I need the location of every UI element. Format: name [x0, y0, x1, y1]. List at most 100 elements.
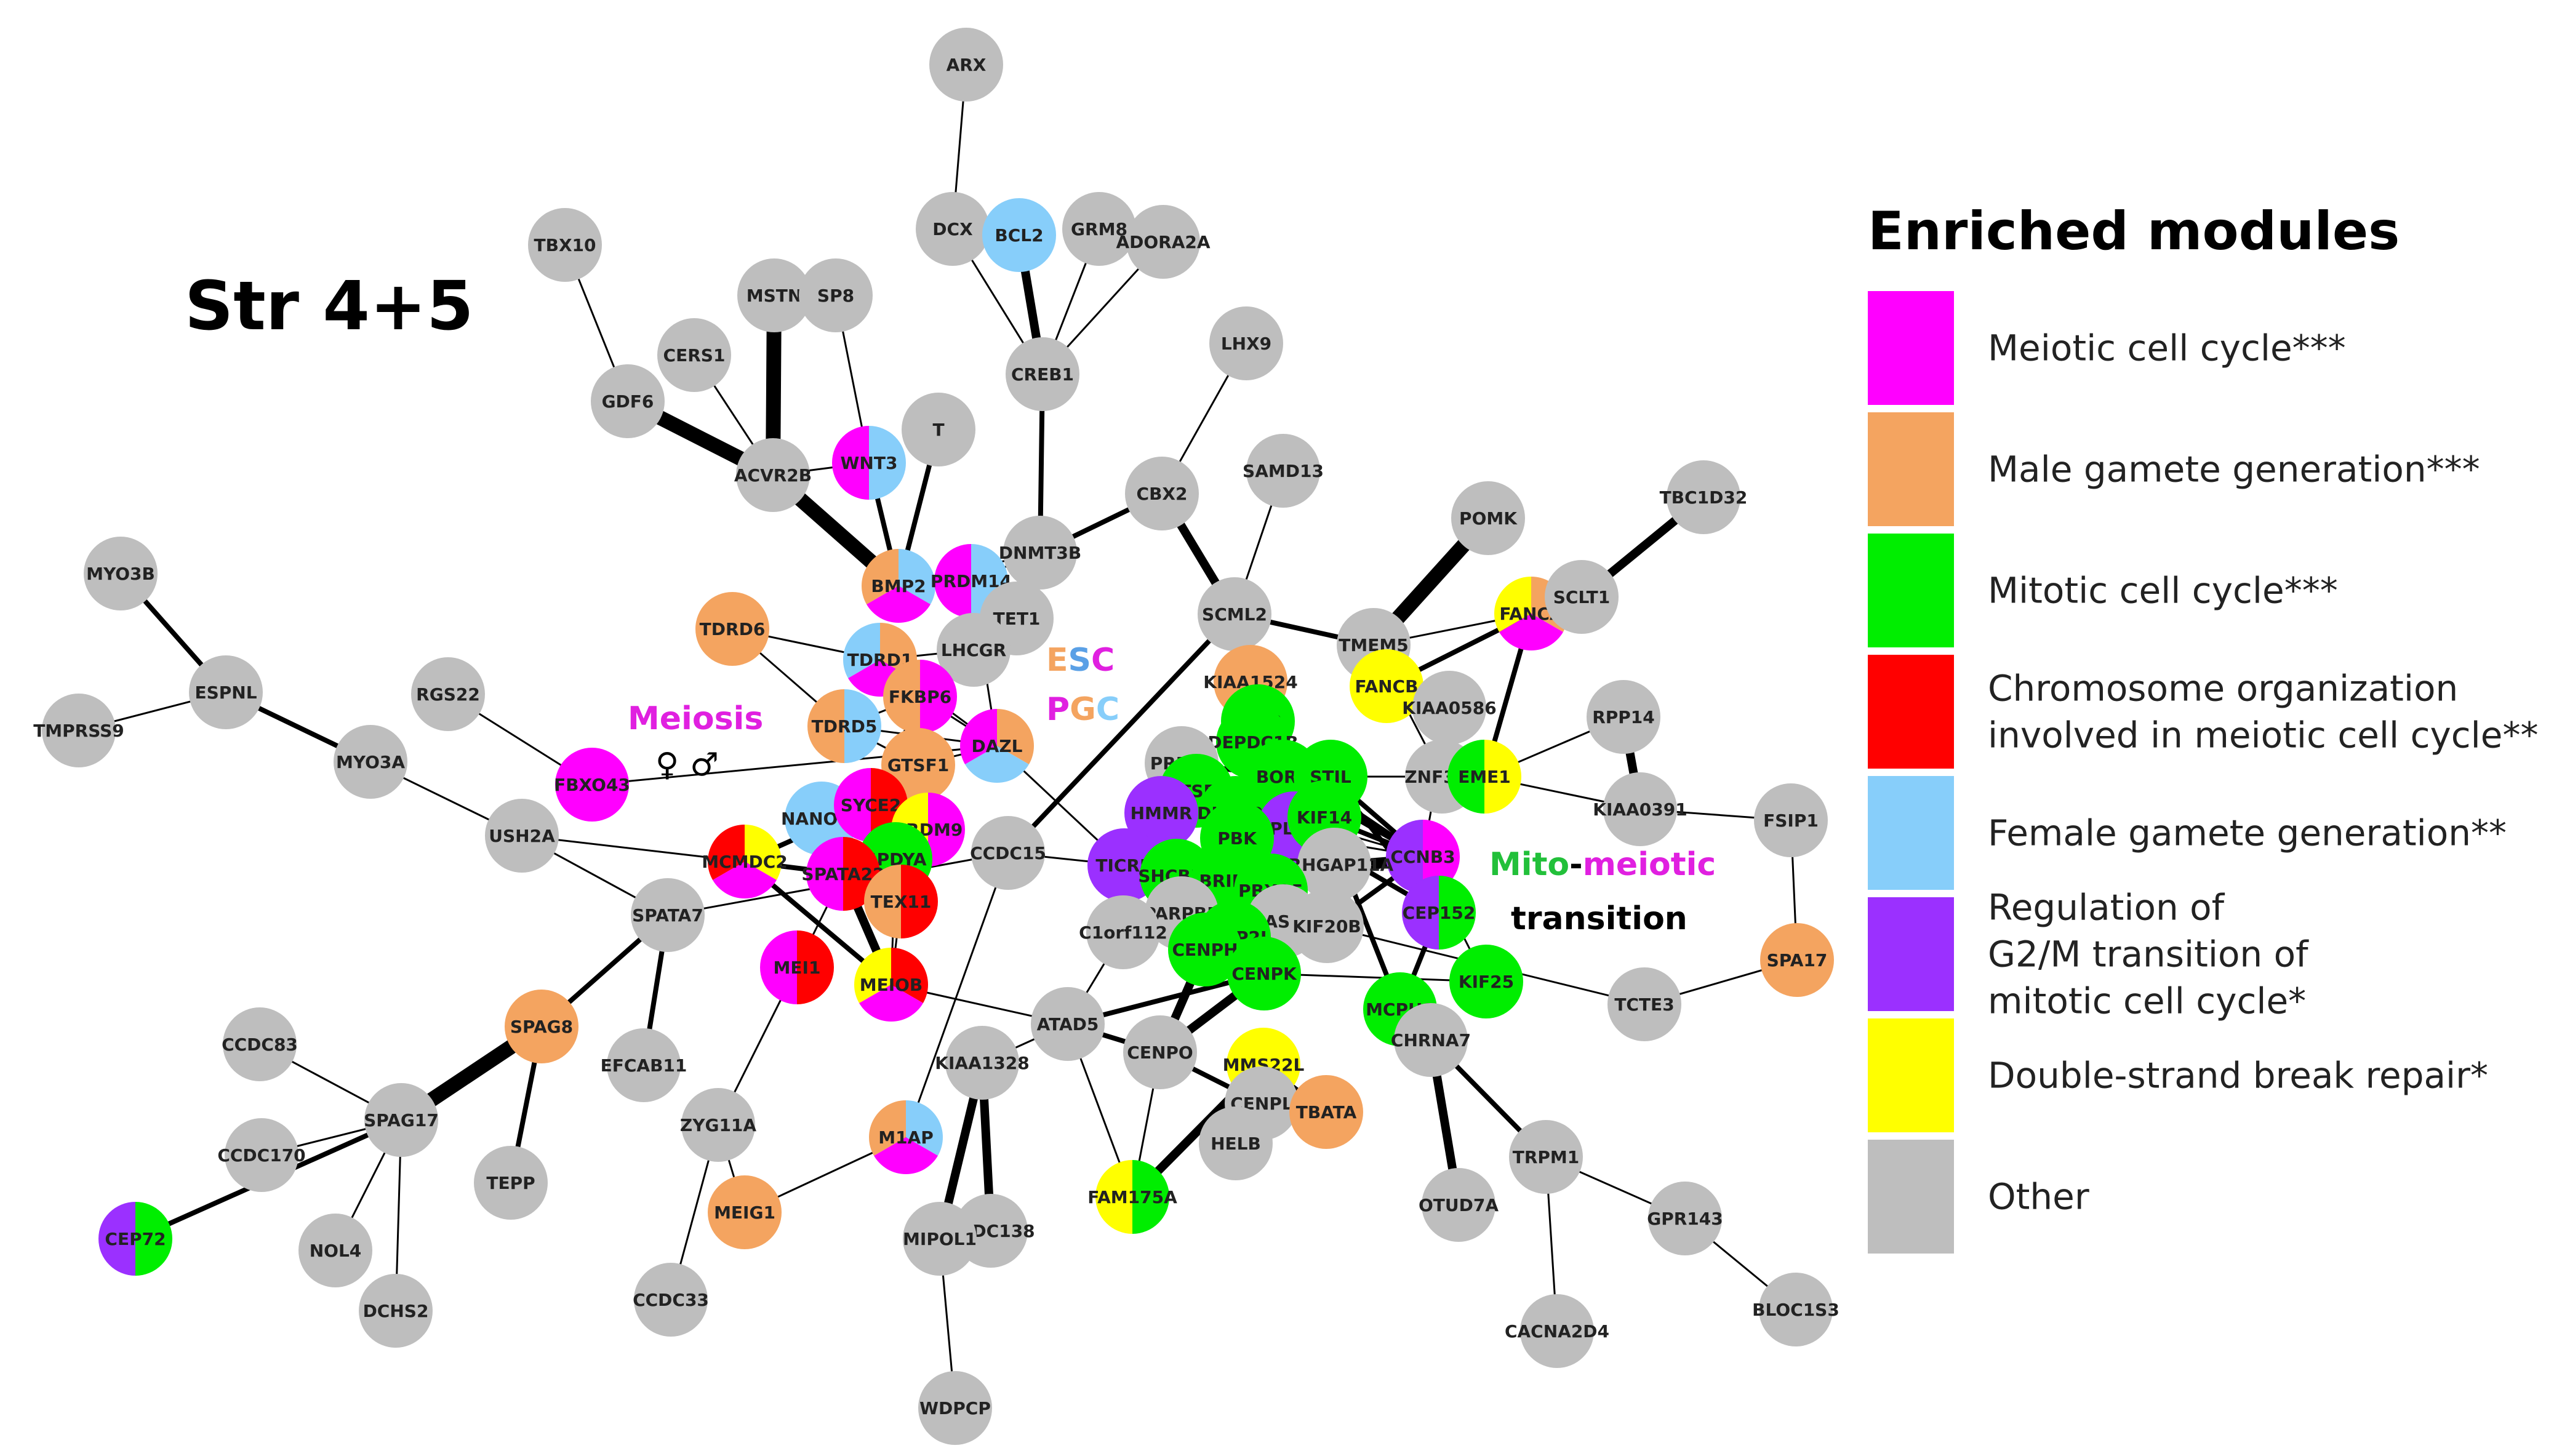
node-label: CENPO [1127, 1042, 1193, 1063]
edge-kif25-cenpk [1263, 972, 1487, 983]
node-label: SPA17 [1767, 950, 1828, 970]
node-label: BCL2 [995, 225, 1043, 246]
node-circle [1289, 1075, 1363, 1149]
node-acvr2b: ACVR2B [734, 438, 812, 512]
legend: Enriched modules Meiotic cell cycle***Ma… [1868, 201, 2538, 1254]
node-samd13: SAMD13 [1243, 434, 1324, 508]
esc-label-s: S [1068, 642, 1091, 679]
node-slice [832, 426, 869, 500]
node-circle [1545, 560, 1619, 634]
sex-symbols-label: ♀ ♂ [655, 746, 719, 783]
node-circle [189, 655, 263, 729]
node-slice [806, 837, 843, 911]
node-label: CCDC15 [970, 843, 1046, 863]
pgc-label: PGC [1046, 691, 1119, 728]
node-circle [1246, 434, 1320, 508]
node-circle [1449, 945, 1523, 1018]
node-circle [1648, 1182, 1722, 1255]
edge-scml2-ccdc15 [1006, 612, 1237, 855]
node-kiaa0586: KIAA0586 [1402, 671, 1497, 745]
node-label: TEX11 [871, 892, 932, 912]
node-ush2a: USH2A [485, 799, 559, 873]
node-circle [1509, 1120, 1583, 1194]
node-spa17: SPA17 [1760, 923, 1834, 997]
node-circle [334, 725, 407, 799]
node-circle [929, 28, 1003, 102]
node-slice [899, 549, 936, 604]
node-circle [1123, 1015, 1197, 1089]
node-cers1: CERS1 [657, 318, 731, 392]
node-label: TBX10 [534, 235, 596, 255]
node-ccnb3: CCNB3 [1386, 820, 1460, 894]
node-cenph: CENPH [1168, 913, 1242, 986]
legend-items: Meiotic cell cycle***Male gamete generat… [1868, 291, 2538, 1254]
node-label: CERS1 [663, 345, 726, 366]
node-tbc1d32: TBC1D32 [1660, 460, 1747, 534]
node-slice [1439, 876, 1476, 950]
node-slice [98, 1202, 135, 1276]
node-slice [1386, 820, 1423, 894]
node-adora2a: ADORA2A [1116, 205, 1211, 279]
node-circle [1760, 923, 1834, 997]
legend-swatch [1868, 291, 1954, 405]
node-label: KIF20B [1292, 916, 1361, 937]
node-label: FAM175A [1087, 1187, 1177, 1207]
node-slice [807, 689, 844, 763]
legend-label: Mitotic cell cycle*** [1988, 570, 2338, 612]
node-label: ZYG11A [680, 1115, 757, 1135]
node-kif25: KIF25 [1449, 945, 1523, 1018]
node-bmp2: BMP2 [862, 549, 936, 623]
node-ccdc170: CCDC170 [217, 1118, 306, 1192]
node-label: EME1 [1458, 767, 1511, 787]
node-slice [869, 426, 906, 500]
node-kif20b: KIF20B [1290, 889, 1364, 963]
node-label: CHRNA7 [1391, 1030, 1471, 1050]
node-circle [982, 198, 1056, 272]
node-cep72: CEP72 [98, 1202, 172, 1276]
node-label: MEIOB [860, 975, 923, 995]
legend-item: Double-strand break repair* [1868, 1018, 2488, 1132]
node-slice [760, 930, 797, 1004]
node-circle [1587, 680, 1660, 754]
node-circle [1451, 481, 1525, 555]
pgc-label-g: G [1070, 691, 1096, 728]
legend-item: Meiotic cell cycle*** [1868, 291, 2346, 405]
node-label: RGS22 [416, 684, 480, 705]
node-label: TEPP [486, 1173, 535, 1193]
node-slice [1447, 740, 1484, 814]
node-circle [1754, 783, 1828, 857]
node-label: GPR143 [1647, 1209, 1723, 1229]
node-circle [634, 1263, 708, 1337]
node-fkbp6: FKBP6 [883, 660, 957, 734]
node-mcmdc2: MCMDC2 [702, 825, 788, 898]
legend-swatch [1868, 412, 1954, 526]
node-label: HMMR [1131, 803, 1193, 823]
node-label: KIAA0391 [1593, 799, 1687, 820]
node-circle [1520, 1294, 1594, 1368]
node-dazl: DAZL [959, 709, 1034, 783]
node-label: GTSF1 [887, 755, 949, 775]
node-label: MIPOL1 [903, 1229, 977, 1249]
node-rgs22: RGS22 [411, 657, 485, 731]
legend-swatch [1868, 534, 1954, 647]
node-fancb: FANCB [1350, 649, 1423, 723]
node-slice [934, 544, 971, 618]
legend-label: mitotic cell cycle* [1988, 980, 2306, 1022]
node-cep152: CEP152 [1402, 876, 1476, 950]
node-circle [971, 816, 1045, 890]
esc-label: ESC [1046, 642, 1115, 679]
node-spag8: SPAG8 [505, 990, 578, 1063]
node-myo3b: MYO3B [84, 537, 158, 610]
node-label: MYO3A [336, 752, 405, 772]
node-label: SCLT1 [1553, 587, 1611, 607]
node-label: MEIG1 [714, 1202, 775, 1223]
node-label: KIAA1328 [935, 1053, 1029, 1073]
node-label: TDRD6 [700, 619, 766, 639]
node-circle [1086, 895, 1160, 969]
pgc-label-c: C [1096, 691, 1119, 728]
node-slice [844, 689, 881, 763]
node-ccdc33: CCDC33 [633, 1263, 709, 1337]
node-circle [1125, 457, 1199, 530]
node-bcl2: BCL2 [982, 198, 1056, 272]
